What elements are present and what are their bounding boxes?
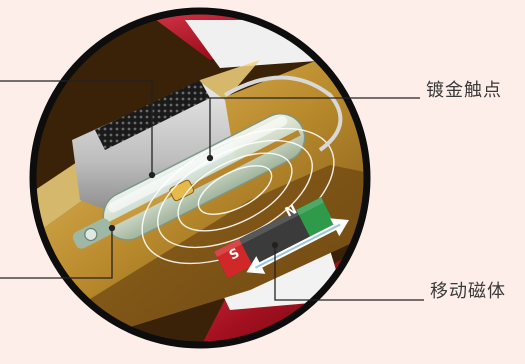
grey-collar [72, 82, 235, 215]
gold-contact [169, 179, 195, 202]
wire-loop [223, 75, 343, 152]
double-arrow-icon [246, 218, 350, 274]
reed-blade-right [173, 130, 301, 199]
label-gold-contacts: 镀金触点 [426, 80, 502, 101]
glass-reed-capsule [72, 113, 306, 249]
label-moving-magnet: 移动磁体 [430, 281, 506, 302]
cutaway-view: S N [33, 11, 367, 345]
circular-frame [29, 7, 371, 349]
moving-magnet [214, 197, 335, 279]
leader-lines [0, 80, 424, 301]
